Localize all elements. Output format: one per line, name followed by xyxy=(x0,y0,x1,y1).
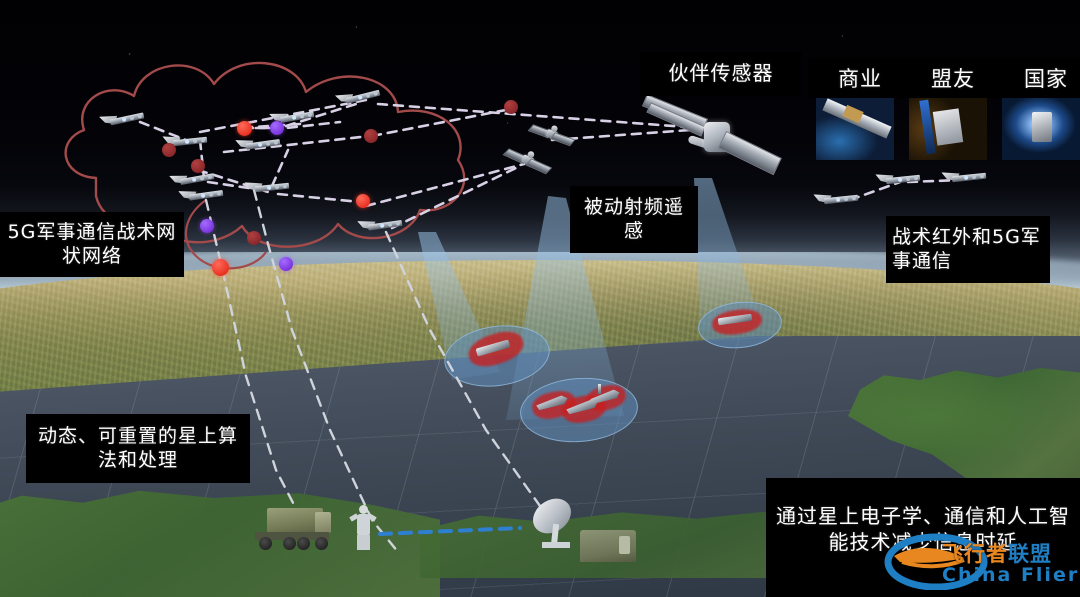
network-node xyxy=(279,257,293,271)
thumb-national xyxy=(1002,98,1080,160)
caption-tactical-ir: 战术红外和5G军事通信 xyxy=(886,216,1050,283)
caption-onboard-algo: 动态、可重置的星上算法和处理 xyxy=(26,414,250,483)
caption-mesh-network: 5G军事通信战术网状网络 xyxy=(0,212,184,277)
thumb-allied xyxy=(909,98,987,160)
caption-passive-rf: 被动射频遥感 xyxy=(570,186,698,253)
thumbnail-label-bar: 商业 盟友 国家 xyxy=(808,58,1080,98)
network-node xyxy=(191,159,205,173)
thumbnail-label-allied: 盟友 xyxy=(931,67,975,91)
network-node xyxy=(200,219,214,233)
network-node xyxy=(364,129,378,143)
network-node xyxy=(162,143,176,157)
ground-shelter xyxy=(580,530,636,562)
network-node xyxy=(270,121,284,135)
network-node xyxy=(247,231,261,245)
network-node xyxy=(237,121,252,136)
network-node xyxy=(356,194,370,208)
soldier-figure xyxy=(349,505,377,550)
ground-station-dish xyxy=(524,492,586,550)
caption-latency: 通过星上电子学、通信和人工智能技术减少信息时延 xyxy=(766,478,1080,597)
thumbnail-label-national: 国家 xyxy=(1024,67,1068,91)
satellite-thumbnail-strip xyxy=(816,98,1080,160)
thumb-commercial xyxy=(816,98,894,160)
partner-satellite xyxy=(641,94,790,180)
network-node xyxy=(504,100,518,114)
caption-partner-sensor: 伙伴传感器 xyxy=(640,52,802,96)
thumbnail-label-commercial: 商业 xyxy=(838,67,882,91)
ship-mast-center xyxy=(598,384,601,394)
network-node xyxy=(212,259,229,276)
military-truck xyxy=(253,508,333,550)
